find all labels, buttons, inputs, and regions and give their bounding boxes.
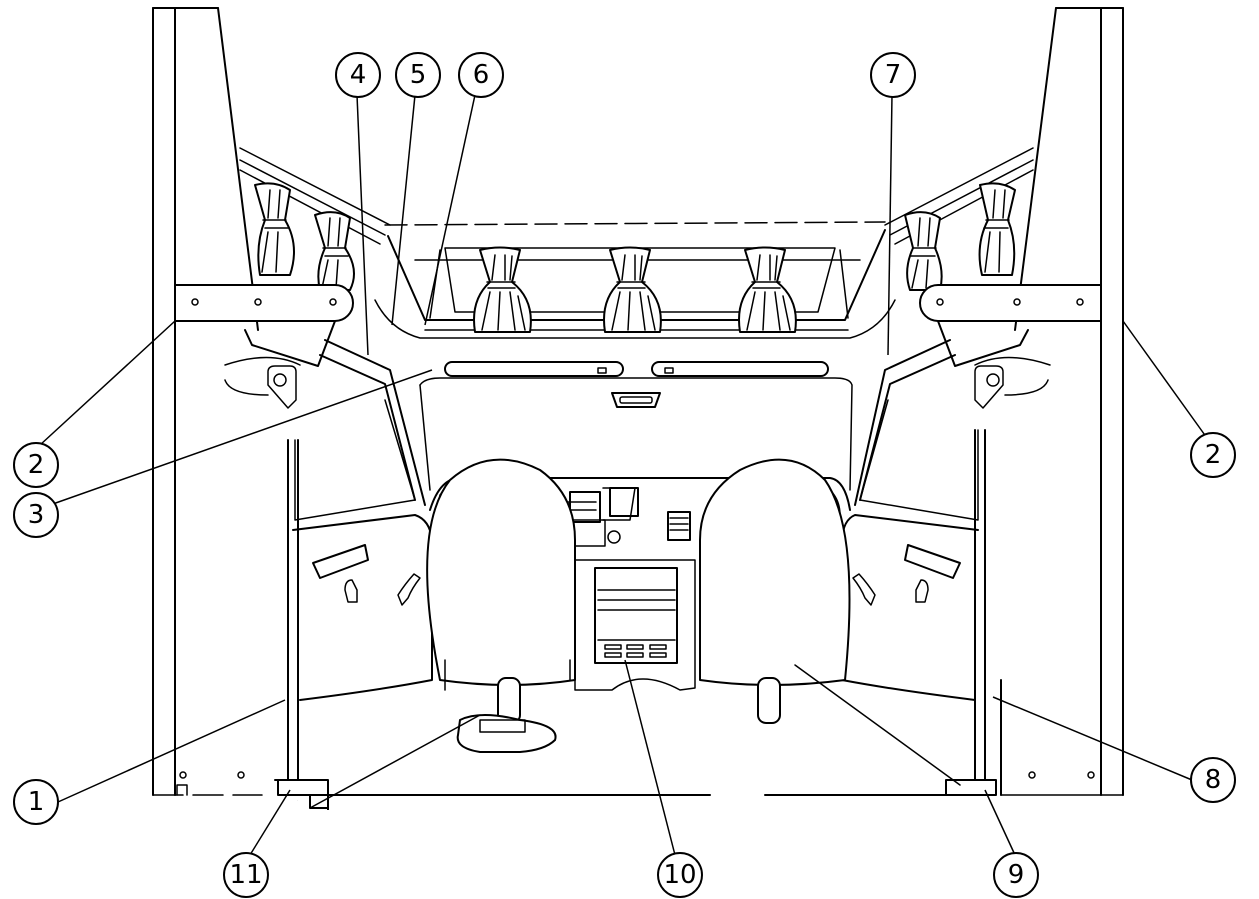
svg-text:5: 5: [410, 60, 427, 90]
right-door: [841, 356, 1051, 796]
svg-text:4: 4: [350, 60, 367, 90]
callout-10: 10: [657, 852, 703, 898]
tie-1: [473, 246, 532, 333]
svg-text:7: 7: [885, 60, 902, 90]
right-seat: [699, 458, 961, 786]
leader-2b: [1122, 320, 1213, 446]
left-mounting-bar: [174, 284, 354, 367]
svg-text:8: 8: [1205, 765, 1222, 795]
leader-6: [424, 94, 476, 326]
callout-9: 9: [993, 852, 1039, 898]
leader-9: [984, 789, 1016, 856]
tie-3: [738, 246, 797, 333]
svg-text:11: 11: [229, 860, 262, 890]
cloth-ties-top: [254, 182, 1016, 333]
callout-7: 7: [870, 52, 916, 98]
callout-3: 3: [13, 492, 59, 538]
callout-8: 8: [1190, 757, 1236, 803]
leader-7: [887, 94, 893, 356]
svg-text:6: 6: [473, 60, 490, 90]
left-side-panel: [152, 7, 263, 796]
leader-5: [391, 94, 416, 326]
right-mounting-bar: [919, 284, 1102, 367]
leader-4: [356, 94, 369, 356]
callout-4: 4: [335, 52, 381, 98]
leader-8: [992, 696, 1193, 781]
floor-line: [309, 794, 947, 809]
windshield-frame: [319, 339, 956, 506]
left-door: [224, 356, 433, 810]
leader-1: [57, 699, 286, 803]
callout-6: 6: [458, 52, 504, 98]
tie-right-2: [904, 211, 943, 291]
svg-text:3: 3: [28, 500, 45, 530]
dashboard: [429, 477, 851, 547]
svg-text:9: 9: [1008, 860, 1025, 890]
svg-text:1: 1: [28, 787, 45, 817]
callout-2-right: 2: [1190, 432, 1236, 478]
tie-left-2: [314, 211, 355, 291]
left-seat: [309, 458, 576, 809]
callout-5: 5: [395, 52, 441, 98]
tie-right-1: [978, 182, 1016, 276]
callout-2-left: 2: [13, 442, 59, 488]
right-side-panel: [1000, 7, 1124, 796]
tie-left-1: [254, 182, 295, 276]
leader-11: [249, 789, 291, 856]
leader-3: [49, 369, 433, 506]
callout-11: 11: [223, 852, 269, 898]
leader-10: [624, 659, 676, 856]
callout-1: 1: [13, 779, 59, 825]
center-console: [574, 559, 696, 691]
tie-2: [603, 246, 662, 333]
svg-text:2: 2: [1205, 440, 1222, 470]
leader-2a: [39, 320, 176, 446]
svg-text:10: 10: [663, 860, 696, 890]
leader-lines: [39, 94, 1213, 856]
svg-text:2: 2: [28, 450, 45, 480]
